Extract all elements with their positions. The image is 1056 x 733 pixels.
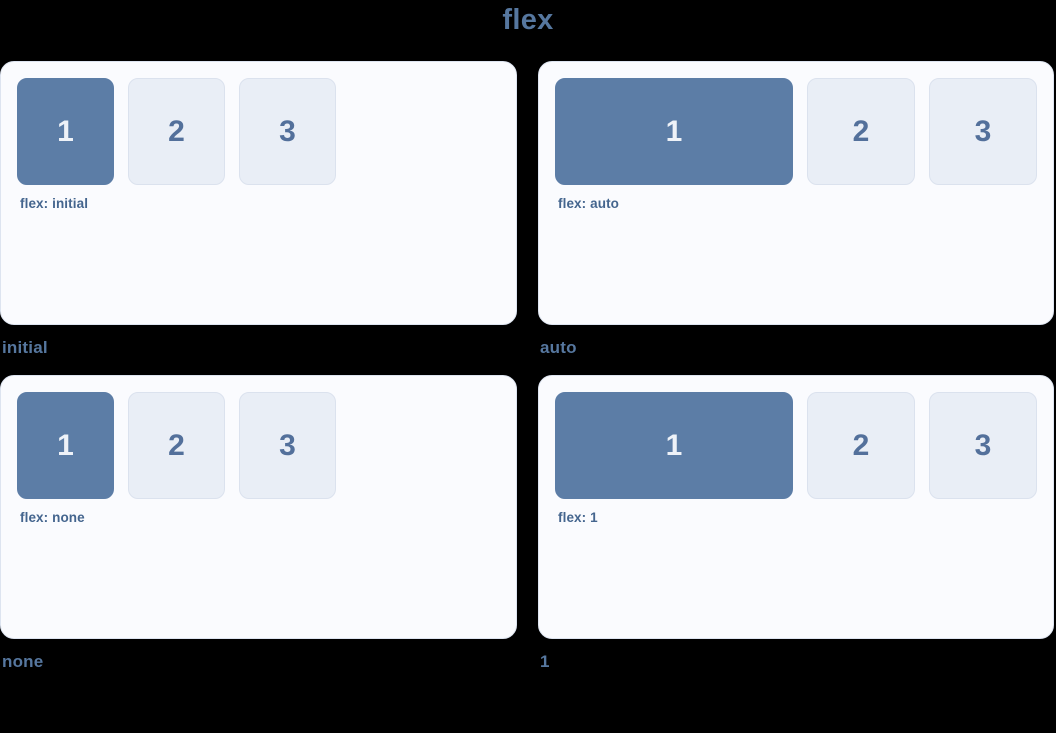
page-title: flex xyxy=(502,4,554,36)
demo-panel-initial: 1 2 3 flex: initial xyxy=(0,61,517,325)
example-caption-1: 1 xyxy=(540,652,550,671)
flex-item-3: 3 xyxy=(929,392,1037,499)
examples-grid: 1 2 3 flex: initial initial 1 2 3 flex: … xyxy=(0,61,1056,672)
example-1: 1 2 3 flex: 1 1 xyxy=(538,375,1054,672)
example-auto: 1 2 3 flex: auto auto xyxy=(538,61,1054,358)
example-caption-initial: initial xyxy=(2,338,48,357)
demo-panel-auto: 1 2 3 flex: auto xyxy=(538,61,1054,325)
flex-item-1: 1 xyxy=(17,78,114,185)
flex-item-1: 1 xyxy=(17,392,114,499)
flex-item-3: 3 xyxy=(929,78,1037,185)
example-caption-none: none xyxy=(2,652,44,671)
flex-property-label: flex: none xyxy=(20,510,85,525)
flex-row: 1 2 3 xyxy=(555,392,1037,499)
flex-property-label: flex: 1 xyxy=(558,510,598,525)
example-initial: 1 2 3 flex: initial initial xyxy=(0,61,517,358)
flex-item-2: 2 xyxy=(128,392,225,499)
demo-panel-1: 1 2 3 flex: 1 xyxy=(538,375,1054,639)
flex-property-label: flex: initial xyxy=(20,196,89,211)
flex-item-1: 1 xyxy=(555,392,793,499)
example-caption-auto: auto xyxy=(540,338,577,357)
flex-item-3: 3 xyxy=(239,392,336,499)
flex-item-2: 2 xyxy=(128,78,225,185)
flex-item-2: 2 xyxy=(807,392,915,499)
flex-item-1: 1 xyxy=(555,78,793,185)
flex-row: 1 2 3 xyxy=(17,78,500,185)
flex-item-2: 2 xyxy=(807,78,915,185)
flex-property-label: flex: auto xyxy=(558,196,620,211)
example-none: 1 2 3 flex: none none xyxy=(0,375,517,672)
flex-item-3: 3 xyxy=(239,78,336,185)
demo-panel-none: 1 2 3 flex: none xyxy=(0,375,517,639)
flex-row: 1 2 3 xyxy=(555,78,1037,185)
flex-row: 1 2 3 xyxy=(17,392,500,499)
